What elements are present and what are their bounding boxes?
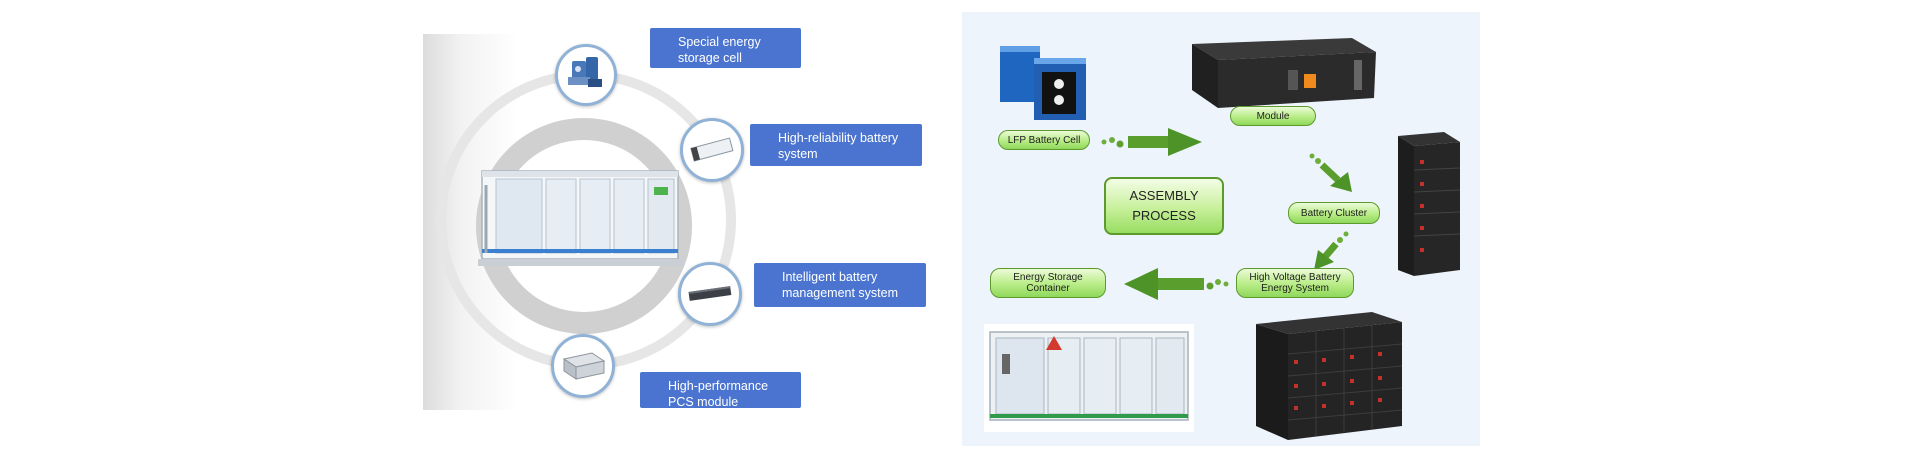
arrow-down-left-icon [1314,231,1349,270]
label-text: Intelligent battery management system [782,270,899,300]
energy-storage-container-icon [478,165,683,270]
step-battery-cluster: Battery Cluster [1288,202,1380,224]
step-label-line-2: Energy System [1261,283,1329,294]
bms-unit-icon [678,262,742,326]
lfp-cell-icon [992,32,1092,124]
step-label: LFP Battery Cell [1007,134,1081,146]
arrow-down-right-icon [1309,153,1352,192]
label-high-performance-pcs: High-performance PCS module [640,372,801,409]
container-icon [984,324,1194,432]
cluster-icon [1392,130,1466,280]
step-module: Module [1230,106,1316,126]
step-lfp-battery-cell: LFP Battery Cell [998,130,1090,150]
arrow-right-icon [1101,128,1202,156]
energy-cell-icon [555,44,617,106]
hv-system-icon [1252,308,1414,442]
battery-rack-icon [680,118,744,182]
label-high-reliability-battery-system: High-reliability battery system [750,124,922,166]
assembly-process-title: ASSEMBLY PROCESS [1104,177,1224,235]
module-icon [1184,30,1380,120]
step-hv-battery-energy-system: High Voltage Battery Energy System [1236,268,1354,298]
assembly-process-diagram: LFP Battery Cell Module [962,12,1480,446]
title-line-2: PROCESS [1132,208,1196,223]
label-special-energy-storage-cell: Special energy storage cell [650,28,801,68]
label-text: High-performance PCS module [668,379,769,409]
step-label-line-2: Container [1026,283,1070,294]
step-label-line-1: Energy Storage [1013,272,1083,283]
arrow-left-icon [1124,268,1229,300]
pcs-module-icon [551,334,615,398]
step-label: Battery Cluster [1300,207,1368,219]
title-line-1: ASSEMBLY [1129,188,1199,203]
step-energy-storage-container: Energy Storage Container [990,268,1106,298]
label-text: High-reliability battery system [778,131,899,161]
label-text: Special energy storage cell [678,35,761,65]
label-intelligent-bms: Intelligent battery management system [754,263,926,307]
component-diagram: Special energy storage cell High-reliabi… [423,28,926,410]
step-label-line-1: High Voltage Battery [1249,272,1341,283]
step-label: Module [1256,110,1290,122]
